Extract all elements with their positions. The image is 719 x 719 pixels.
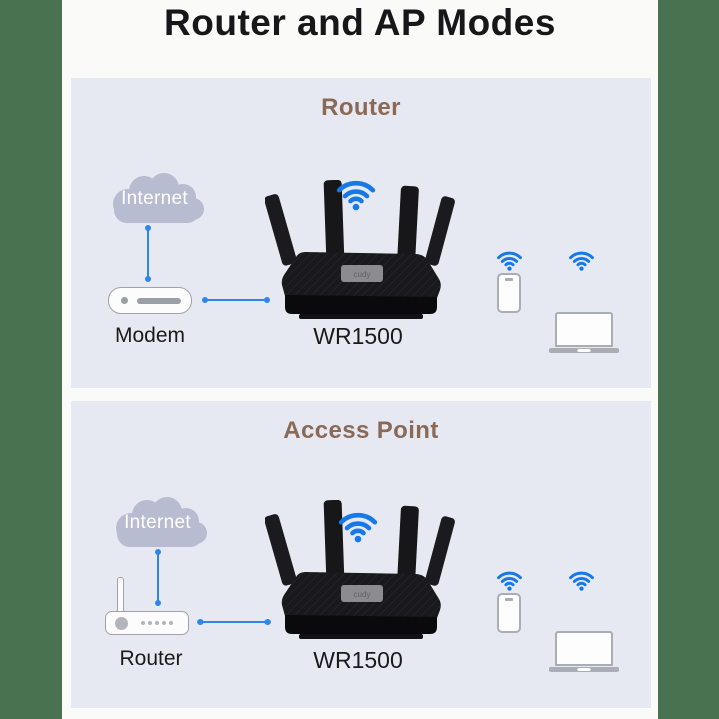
page-title: Router and AP Modes [164, 2, 556, 43]
laptop-icon [549, 312, 619, 353]
router-antenna [117, 577, 124, 615]
laptop-notch [577, 349, 591, 352]
wr1500-router-icon: cudy [263, 179, 456, 325]
hub-label: WR1500 [313, 323, 403, 349]
smartphone-icon [497, 273, 521, 313]
wifi-signal-icon [495, 246, 524, 276]
cloud-label: Internet [121, 188, 188, 209]
modem-led [121, 297, 128, 304]
modem-slot [137, 297, 181, 304]
wifi-signal-icon [495, 566, 524, 596]
router-led [115, 616, 128, 630]
brand-label: cudy [354, 590, 371, 599]
connector-router-to-hub [196, 618, 272, 626]
wifi-signal-icon [336, 504, 380, 548]
phone-speaker [505, 598, 513, 601]
brand-label: cudy [354, 270, 371, 279]
laptop-screen [555, 312, 613, 347]
wr1500-router-icon: cudy [263, 499, 456, 645]
connector-modem-to-hub [201, 296, 271, 304]
laptop-screen [555, 631, 613, 666]
hub-label: WR1500 [313, 647, 403, 673]
connector-internet-to-modem [144, 224, 152, 283]
panel-heading: Router [321, 94, 401, 121]
wifi-signal-icon [567, 246, 596, 276]
panel-router-mode: Router Internet Modem cudy [71, 78, 651, 388]
internet-cloud-icon: Internet [101, 171, 208, 224]
internet-cloud-icon: Internet [104, 495, 211, 548]
panel-heading: Access Point [283, 417, 439, 444]
wifi-signal-icon [334, 172, 378, 216]
panel-access-point-mode: Access Point Internet Router [71, 401, 651, 708]
router-body [105, 611, 189, 635]
router-vents [141, 621, 173, 625]
wifi-signal-icon [567, 566, 596, 596]
cloud-label: Internet [124, 512, 191, 533]
router-icon [105, 577, 189, 635]
gateway-label: Router [119, 647, 183, 670]
phone-speaker [505, 278, 513, 281]
modem-icon [108, 287, 192, 314]
content-card: Router and AP Modes Router Internet Mode… [62, 0, 658, 719]
gateway-label: Modem [114, 324, 186, 347]
smartphone-icon [497, 593, 521, 633]
laptop-notch [577, 668, 591, 671]
laptop-icon [549, 631, 619, 672]
